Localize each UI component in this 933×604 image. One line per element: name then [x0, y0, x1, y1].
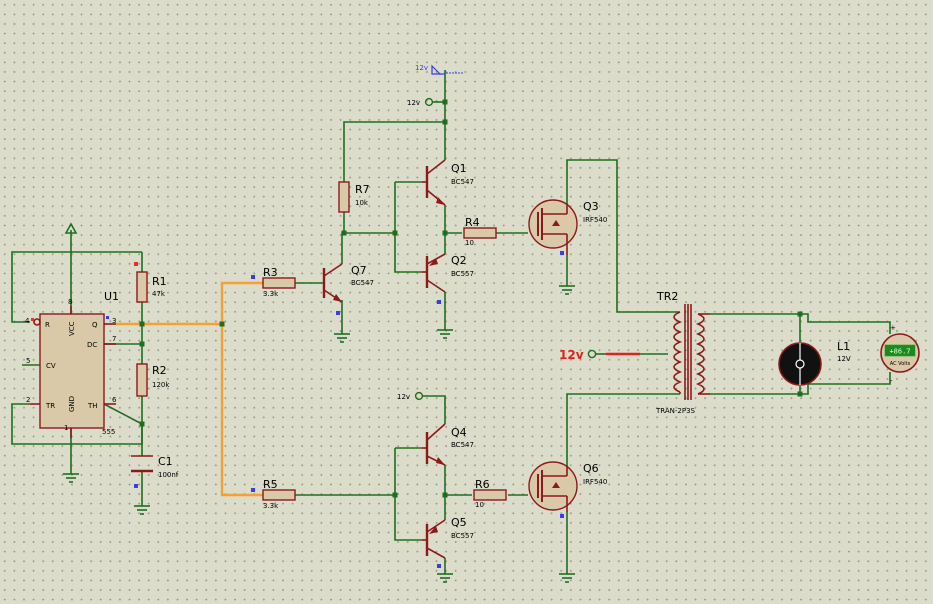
ground-icon-q6 [559, 573, 575, 583]
u1-pin-3: 3 [112, 317, 116, 325]
terminal-12v-transformer[interactable]: 12v [559, 348, 597, 362]
r6-resistor[interactable]: R6 10 [473, 478, 507, 509]
ac-voltmeter[interactable]: +86.7 AC Volts + - [880, 324, 920, 385]
ground-icons [63, 285, 575, 583]
r6-ref: R6 [475, 478, 490, 491]
terminal-12v-top[interactable]: 12v [407, 97, 434, 107]
meter-reading: +86.7 [889, 348, 910, 356]
q4-transistor[interactable]: Q4 BC547 [422, 423, 474, 466]
u1-pin-dc: DC [87, 341, 97, 349]
r5-val: 3.3k [263, 502, 279, 510]
meter-plus: + [890, 324, 896, 332]
r4-ref: R4 [465, 216, 480, 229]
r7-val: 10k [355, 199, 369, 207]
r4-val: 10 [465, 239, 474, 247]
ground-icon-q5 [437, 573, 453, 583]
oscillator-output-wire[interactable] [116, 281, 640, 497]
q4-ref: Q4 [451, 426, 467, 439]
tr2-transformer[interactable]: TR2 TRAN-2P3S [655, 290, 710, 415]
terminal-12v-mid[interactable]: 12v [397, 391, 424, 401]
q6-val: IRF540 [583, 478, 607, 486]
tr2-ref: TR2 [656, 290, 678, 303]
u1-pin-tr: TR [45, 402, 55, 410]
ground-icon-q2 [437, 329, 453, 339]
l1-ref: L1 [837, 340, 850, 353]
r1-resistor[interactable]: R1 47k [134, 262, 167, 303]
q2-ref: Q2 [451, 254, 467, 267]
q1-transistor[interactable]: Q1 BC547 [422, 159, 474, 206]
ground-icon-q3 [559, 285, 575, 295]
q1-val: BC547 [451, 178, 474, 186]
terminal-tr-label: 12v [559, 348, 584, 362]
u1-pin-q: Q [92, 321, 98, 329]
q3-ref: Q3 [583, 200, 599, 213]
r5-resistor[interactable]: R5 3.3k [251, 478, 296, 510]
ground-icon-c1 [134, 505, 150, 515]
terminal-top-label: 12v [407, 99, 420, 107]
q5-ref: Q5 [451, 516, 467, 529]
l1-lamp[interactable]: L1 12V [778, 340, 851, 386]
q3-val: IRF540 [583, 216, 607, 224]
u1-555-timer[interactable]: U1 R VCC Q DC CV TR GND TH 4 8 3 7 5 2 1… [25, 290, 119, 438]
r7-resistor[interactable]: R7 10k [338, 181, 370, 213]
q5-val: BC557 [451, 532, 474, 540]
ground-icon-u1 [63, 473, 79, 483]
r3-ref: R3 [263, 266, 278, 279]
u1-ref: U1 [104, 290, 119, 303]
r4-resistor[interactable]: R4 10 [463, 216, 497, 247]
meter-label: AC Volts [890, 361, 911, 367]
q5-transistor[interactable]: Q5 BC557 [422, 516, 474, 568]
u1-pin-5: 5 [26, 357, 30, 365]
u1-pin-1: 1 [64, 424, 68, 432]
u1-pin-gnd: GND [68, 396, 76, 412]
u1-pin-r: R [45, 321, 50, 329]
vcc-arrow-icon [64, 222, 78, 234]
q1-ref: Q1 [451, 162, 467, 175]
r1-val: 47k [152, 290, 166, 298]
r3-val: 3.3k [263, 290, 279, 298]
terminal-mid-label: 12v [397, 393, 410, 401]
u1-pin-2: 2 [26, 396, 30, 404]
ground-icon-q7 [334, 333, 350, 343]
l1-val: 12V [837, 355, 851, 363]
u1-pin-vcc: VCC [68, 321, 76, 336]
q2-val: BC557 [451, 270, 474, 278]
q2-transistor[interactable]: Q2 BC557 [422, 253, 474, 304]
meter-minus: - [890, 377, 893, 385]
probe-label: 12v [415, 64, 428, 72]
voltage-probe-12v[interactable]: 12v [415, 64, 463, 75]
junctions [139, 99, 803, 498]
c1-capacitor[interactable]: C1 100nf [131, 455, 179, 488]
tr2-val: TRAN-2P3S [655, 407, 696, 415]
u1-pin-8: 8 [68, 298, 72, 306]
r6-val: 10 [475, 501, 484, 509]
c1-ref: C1 [158, 455, 173, 468]
r7-ref: R7 [355, 183, 370, 196]
q6-mosfet[interactable]: Q6 IRF540 [528, 461, 607, 518]
u1-pin-th: TH [87, 402, 98, 410]
r2-val: 120k [152, 381, 170, 389]
r1-ref: R1 [152, 275, 167, 288]
q7-val: BC547 [351, 279, 374, 287]
q7-transistor[interactable]: Q7 BC547 [322, 263, 374, 315]
c1-val: 100nf [158, 471, 179, 479]
r5-ref: R5 [263, 478, 278, 491]
q3-mosfet[interactable]: Q3 IRF540 [528, 199, 607, 255]
u1-pin-cv: CV [46, 362, 56, 370]
u1-pin-4: 4 [25, 317, 30, 325]
u1-chip-label: 555 [102, 428, 115, 436]
r3-resistor[interactable]: R3 3.3k [251, 266, 296, 298]
r2-resistor[interactable]: R2 120k [136, 363, 170, 397]
r2-ref: R2 [152, 364, 167, 377]
q7-ref: Q7 [351, 264, 367, 277]
q4-val: BC547 [451, 441, 474, 449]
u1-pin-7: 7 [112, 335, 116, 343]
q6-ref: Q6 [583, 462, 599, 475]
u1-pin-6: 6 [112, 396, 117, 404]
